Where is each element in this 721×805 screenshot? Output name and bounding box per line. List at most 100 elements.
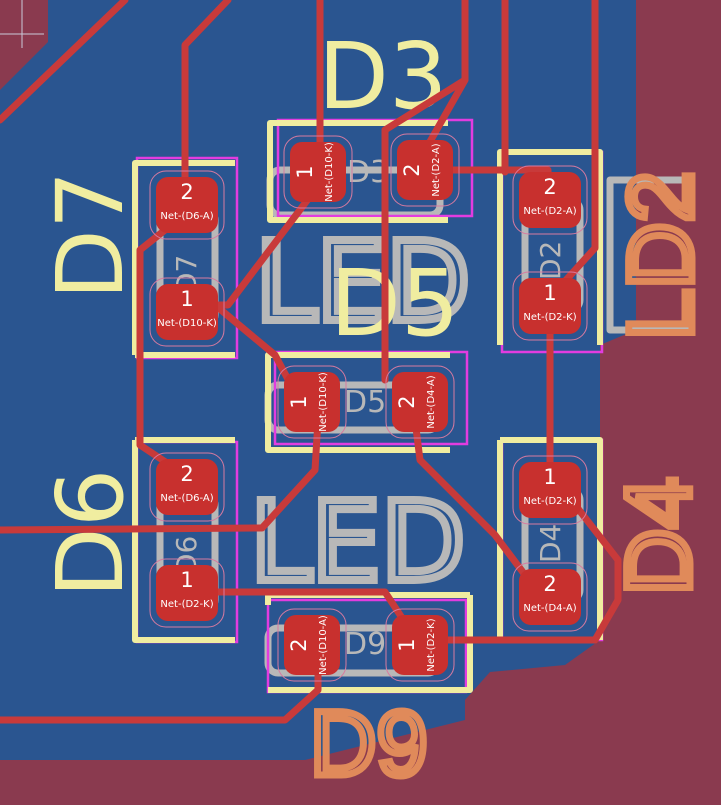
pad-clearance	[390, 133, 460, 207]
pad-clearance	[385, 608, 455, 682]
crosshair-marker	[0, 0, 44, 48]
pad-number: 1	[395, 638, 419, 651]
track-d5-1-left	[0, 416, 322, 534]
silk-outline-d2	[497, 149, 603, 345]
fab-led-text-b: LED	[250, 478, 466, 606]
pad-clearance	[512, 562, 588, 632]
pad-number: 1	[543, 281, 556, 305]
ref-d6: D6	[37, 469, 144, 598]
pad-shape	[397, 140, 453, 200]
pad-clearance	[277, 365, 347, 439]
pad-number: 1	[180, 287, 193, 311]
track-d7-2-to-d6-2	[136, 226, 174, 469]
pad-d3-1: 1 Net-(D10-K)	[283, 135, 353, 209]
silk-front-refs: D3 D5 D7 D6	[37, 23, 459, 598]
pad-shape	[392, 615, 448, 675]
pad-net-label: Net-(D4-A)	[426, 375, 437, 428]
pad-shape	[519, 462, 581, 518]
pad-clearance	[149, 452, 225, 522]
pad-shape	[519, 569, 581, 625]
pad-shape	[284, 372, 340, 432]
pad-net-label: Net-(D2-K)	[523, 312, 576, 323]
pad-net-label: Net-(D6-A)	[160, 493, 213, 504]
pad-clearance	[512, 271, 588, 341]
pad-number: 1	[287, 395, 311, 408]
pad-net-label: Net-(D2-A)	[431, 143, 442, 196]
pad-shape	[156, 459, 218, 515]
pad-shape	[519, 278, 581, 334]
pad-shape	[519, 172, 581, 228]
pad-shape	[284, 615, 340, 675]
pad-number: 2	[395, 395, 419, 408]
fab-label-d4: D4	[534, 524, 567, 563]
silk-outline-d5	[265, 352, 450, 453]
pad-d5-1: 1 Net-(D10-K)	[277, 365, 347, 439]
silk-back-d9: D9	[310, 693, 428, 795]
pad-number: 2	[287, 638, 311, 651]
silk-back-ld2: LD2	[610, 171, 712, 340]
track-diag-topleft	[0, 0, 129, 124]
silk-outline-d3	[267, 120, 448, 223]
pad-clearance	[512, 165, 588, 235]
pad-clearance	[149, 170, 225, 240]
fab-outline-ld2	[606, 176, 694, 334]
pad-clearance	[283, 135, 353, 209]
pad-clearance	[385, 365, 455, 439]
pad-shape	[156, 177, 218, 233]
pad-number: 2	[400, 163, 424, 176]
pad-number: 1	[293, 165, 317, 178]
fab-label-d5: D5	[344, 385, 386, 420]
fab-text: LED LED	[246, 214, 475, 610]
pad-d9-1: 1 Net-(D2-K)	[385, 608, 455, 682]
silk-outline-d9	[268, 595, 473, 693]
pad-net-label: Net-(D10-K)	[157, 318, 217, 329]
fab-led-text-a: LED	[255, 218, 471, 346]
pad-shape	[290, 142, 346, 202]
pad-shape	[156, 565, 218, 621]
track-d7-1-to-d5-1	[211, 301, 294, 387]
track-d5-2-to-d4-2	[411, 416, 529, 579]
pad-number: 2	[543, 572, 556, 596]
pad-d3-2: 2 Net-(D2-A)	[390, 133, 460, 207]
fab-label-d2: D2	[534, 241, 567, 280]
pad-number: 2	[543, 175, 556, 199]
pad-clearance	[277, 608, 347, 682]
pad-number: 2	[180, 180, 193, 204]
pad-shape	[392, 372, 448, 432]
pad-net-label: Net-(D2-K)	[523, 496, 576, 507]
track-d4-1-to-d4-2	[436, 488, 622, 644]
pad-net-label: Net-(D4-A)	[523, 603, 576, 614]
silk-outline-d7	[132, 160, 235, 358]
pad-net-label: Net-(D2-A)	[523, 206, 576, 217]
pad-net-label: Net-(D6-A)	[160, 211, 213, 222]
pad-net-label: Net-(D2-K)	[160, 599, 213, 610]
track-d7-2-up	[181, 0, 232, 196]
pad-clearance	[512, 455, 588, 525]
pad-d5-2: 2 Net-(D4-A)	[385, 365, 455, 439]
pad-d9-2: 2 Net-(D10-A)	[277, 608, 347, 682]
pad-net-label: Net-(D10-K)	[324, 142, 335, 202]
pad-net-label: Net-(D10-A)	[318, 615, 329, 675]
pad-clearance	[149, 277, 225, 347]
pad-net-label: Net-(D10-K)	[318, 372, 329, 432]
ref-d3: D3	[318, 23, 447, 130]
fab-label-d9: D9	[344, 627, 386, 662]
pad-clearance	[149, 558, 225, 628]
pad-number: 2	[180, 462, 193, 486]
ref-d7: D7	[37, 171, 144, 300]
pad-net-label: Net-(D2-K)	[426, 618, 437, 671]
silk-outline-d6	[132, 437, 235, 643]
silk-back-d4: D4	[608, 477, 710, 595]
pad-number: 1	[543, 465, 556, 489]
track-d5-2-up	[381, 76, 469, 384]
